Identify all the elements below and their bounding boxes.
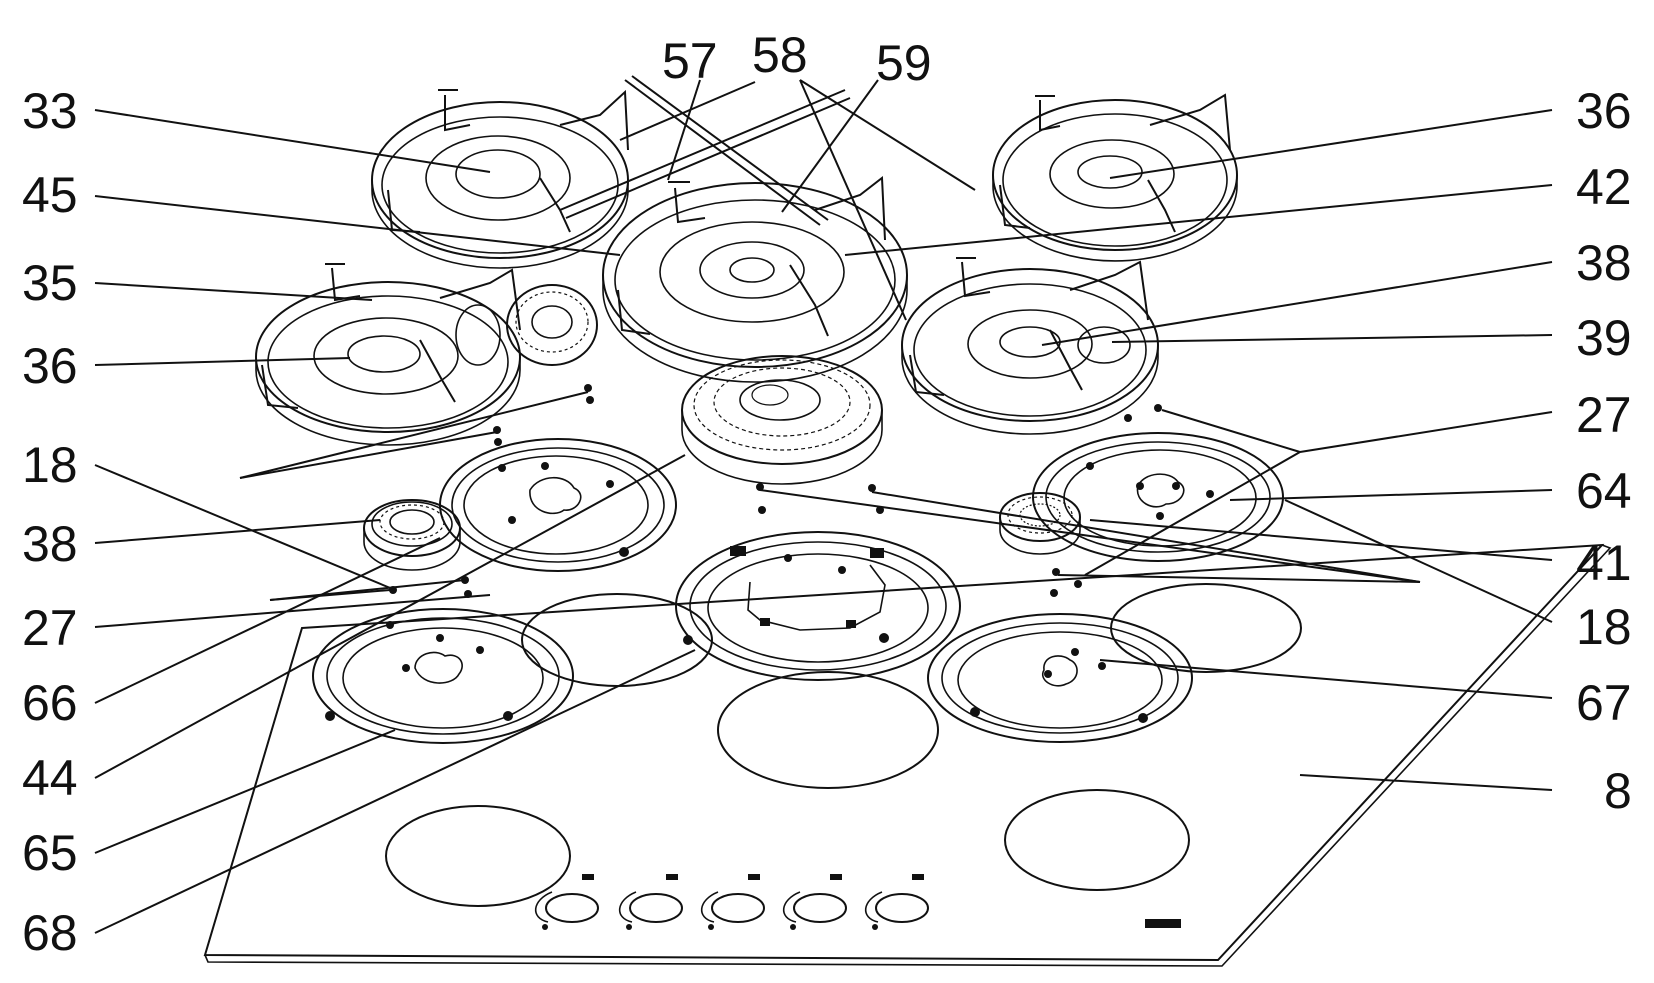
callout-38-right: 38: [1576, 235, 1632, 291]
control-knob-holes: [534, 874, 929, 930]
callout-8: 8: [1604, 763, 1632, 819]
callout-18-right: 18: [1576, 599, 1632, 655]
callout-39: 39: [1576, 310, 1632, 366]
callout-35: 35: [22, 255, 78, 311]
callout-labels: 33 45 35 36 18 38 27 66 44 65 68 57 58 5…: [22, 27, 1632, 961]
callout-59: 59: [876, 35, 932, 91]
callout-27-left: 27: [22, 600, 78, 656]
pan-support-mid-left-36: [255, 263, 521, 446]
knob-hole-1: [534, 874, 599, 930]
callout-68: 68: [22, 905, 78, 961]
callout-41: 41: [1576, 535, 1632, 591]
knob-hole-4: [782, 874, 847, 930]
callout-36-right: 36: [1576, 83, 1632, 139]
callout-36-left: 36: [22, 338, 78, 394]
burner-plate-back-left: [439, 438, 677, 572]
callout-57: 57: [662, 33, 718, 89]
callout-45: 45: [22, 167, 78, 223]
knob-hole-5: [864, 874, 929, 930]
pan-support-back-right-36: [992, 93, 1238, 262]
burner-plate-front-left: [312, 608, 574, 744]
callout-44: 44: [22, 750, 78, 806]
callout-64: 64: [1576, 463, 1632, 519]
callout-66: 66: [22, 675, 78, 731]
burner-crown-small-left: [363, 499, 461, 571]
callout-58: 58: [752, 27, 808, 83]
pan-support-center-45: [602, 176, 908, 383]
burner-plate-center: [675, 531, 961, 681]
knob-hole-3: [700, 874, 765, 930]
callout-42: 42: [1576, 159, 1632, 215]
pan-support-mid-right-38: [901, 257, 1159, 435]
pan-support-back-left-33: [371, 89, 629, 269]
hob-glass-plate: [203, 543, 1612, 967]
burner-crown-center-large: [681, 355, 883, 485]
callout-65: 65: [22, 825, 78, 881]
burner-plate-back-right: [1032, 432, 1284, 562]
callout-33: 33: [22, 83, 78, 139]
bracing-bars: [559, 75, 851, 226]
burner-plate-front-right: [927, 613, 1193, 743]
callout-27-right: 27: [1576, 387, 1632, 443]
knob-hole-2: [618, 874, 683, 930]
leader-lines: [94, 79, 1553, 934]
screws: [389, 384, 1162, 598]
callout-67: 67: [1576, 675, 1632, 731]
callout-38-left: 38: [22, 516, 78, 572]
callout-18-left: 18: [22, 437, 78, 493]
